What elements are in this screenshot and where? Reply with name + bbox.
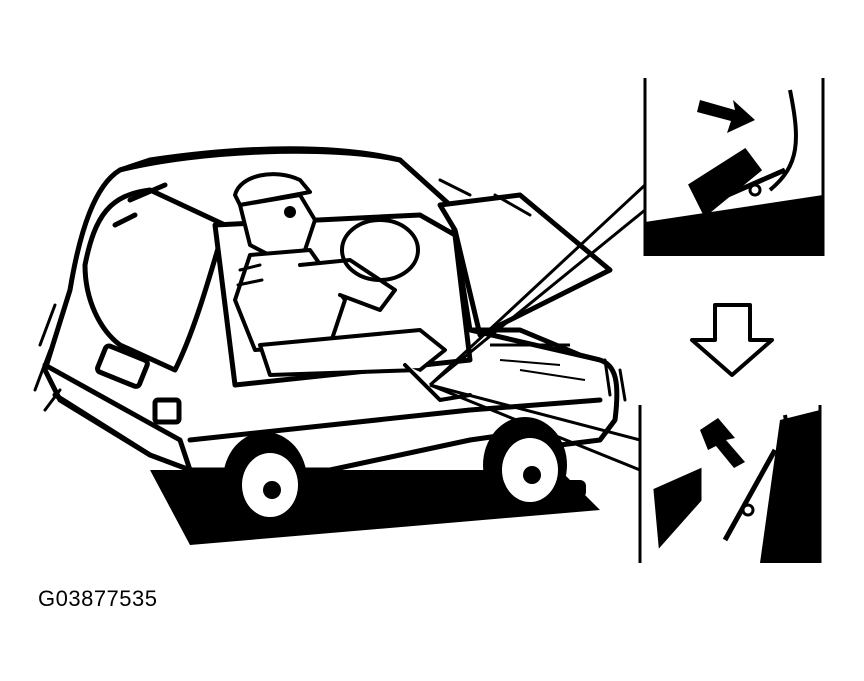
motion-lines [33,178,627,412]
arrow-icon [697,100,755,133]
callout-lines [428,183,647,472]
pedal-pressed [688,147,787,218]
figure-code: G03877535 [38,586,158,611]
front-wheel [483,417,567,513]
down-arrow-icon [690,303,774,377]
pedal-released [653,448,778,549]
wheel-chocks [205,480,586,530]
open-hood [437,192,613,381]
detail-panel-top [643,78,825,256]
detail-panel-bottom [638,405,822,563]
driver-figure [233,172,472,402]
arrow-icon [700,418,745,468]
rear-wheel [223,432,307,528]
